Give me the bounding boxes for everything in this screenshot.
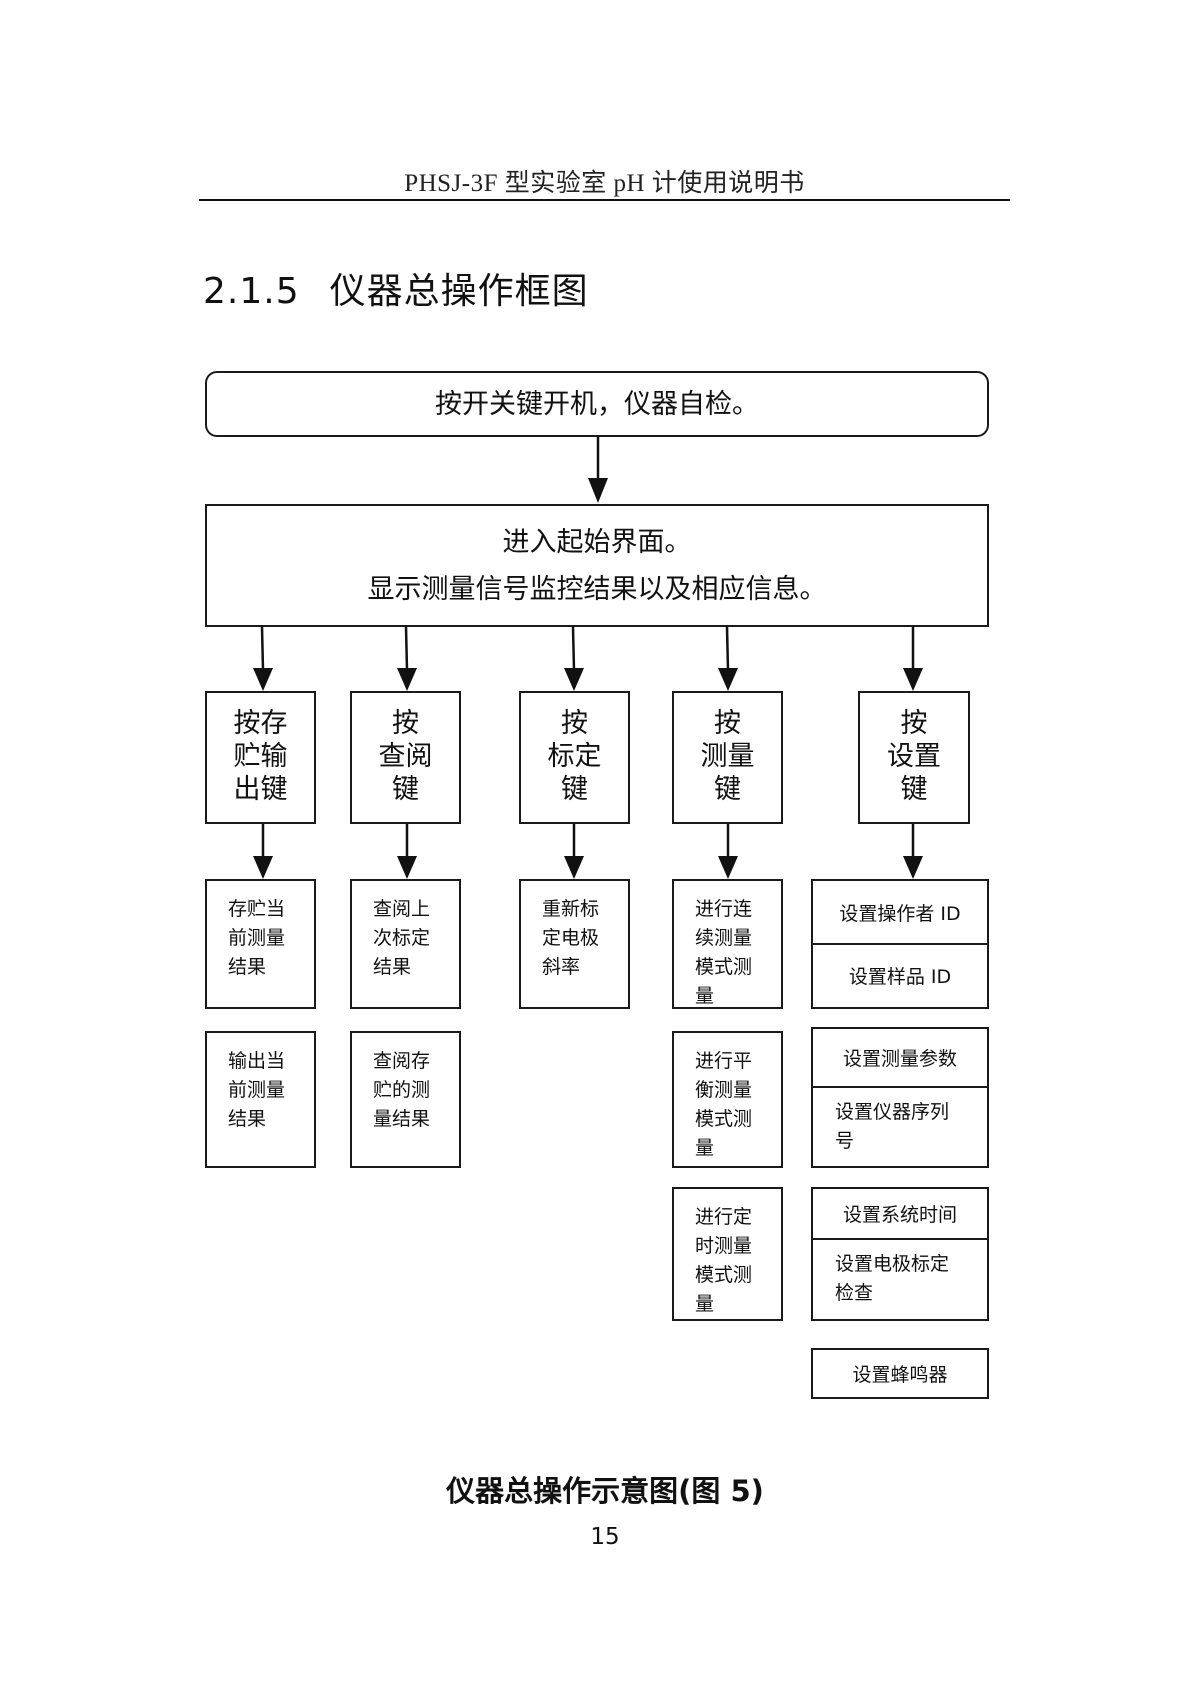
action-text: 查阅存贮的测量结果 [373, 1050, 431, 1130]
action-box-equilibrium-mode: 进行平衡测量模式测量 [672, 1031, 783, 1168]
key-box-settings: 按 设置 键 [858, 691, 970, 824]
setting-measurement-params: 设置测量参数 [813, 1029, 987, 1088]
setting-text: 设置蜂鸣器 [852, 1363, 948, 1386]
home-box-line1: 进入起始界面。 [502, 526, 692, 558]
settings-group-params: 设置测量参数 设置仪器序列号 [811, 1027, 989, 1168]
action-text: 输出当前测量结果 [228, 1050, 286, 1130]
arrow-home-to-key-settings [903, 627, 923, 691]
key-label-line: 按存 [233, 708, 288, 739]
running-header: PHSJ-3F 型实验室 pH 计使用说明书 [404, 170, 805, 197]
action-box-recalibrate-slope: 重新标定电极斜率 [519, 879, 630, 1009]
key-label-line: 查阅 [378, 741, 433, 772]
section-title: 仪器总操作框图 [329, 271, 589, 312]
action-box-review-stored-results: 查阅存贮的测量结果 [350, 1031, 461, 1168]
action-box-store-current: 存贮当前测量结果 [205, 879, 316, 1009]
arrow-key-settings-to-action [903, 824, 923, 879]
start-box-text: 按开关键开机，仪器自检。 [435, 388, 759, 420]
settings-group-time: 设置系统时间 设置电极标定检查 [811, 1187, 989, 1321]
home-box: 进入起始界面。 显示测量信号监控结果以及相应信息。 [205, 504, 989, 627]
arrow-home-to-key-calibrate [564, 626, 584, 691]
setting-text: 设置仪器序列号 [835, 1101, 950, 1152]
action-text: 存贮当前测量结果 [228, 898, 286, 978]
key-label-line: 按 [900, 708, 928, 739]
arrow-start-to-home [588, 437, 608, 503]
key-label-line: 设置 [887, 741, 941, 772]
key-label-line: 键 [714, 774, 741, 805]
arrow-key-calibrate-to-action [564, 824, 584, 879]
arrow-key-measure-to-action [718, 824, 738, 879]
section-number: 2.1.5 [203, 271, 300, 312]
settings-group-buzzer: 设置蜂鸣器 [811, 1348, 989, 1399]
key-label-line: 出键 [233, 774, 288, 805]
key-box-measure: 按 测量 键 [672, 691, 783, 824]
arrow-home-to-key-measure [718, 626, 738, 691]
figure-caption: 仪器总操作示意图(图 5) [446, 1474, 764, 1508]
setting-text: 设置测量参数 [842, 1048, 957, 1070]
key-box-store-output: 按存 贮输 出键 [205, 691, 316, 824]
setting-text: 设置电极标定检查 [835, 1253, 950, 1304]
header-rule [199, 199, 1010, 201]
action-text: 重新标定电极斜率 [542, 898, 600, 978]
setting-serial-number: 设置仪器序列号 [813, 1088, 987, 1165]
arrow-home-to-key-store [253, 626, 273, 691]
arrow-key-store-to-action [253, 824, 273, 879]
settings-group-ids: 设置操作者 ID 设置样品 ID [811, 879, 989, 1009]
start-box: 按开关键开机，仪器自检。 [205, 371, 989, 437]
key-label-line: 按 [714, 708, 741, 739]
arrow-home-to-key-review [397, 626, 417, 691]
action-box-timed-mode: 进行定时测量模式测量 [672, 1187, 783, 1321]
key-label-line: 按 [561, 708, 588, 739]
arrow-key-review-to-action [397, 824, 417, 879]
setting-operator-id: 设置操作者 ID [813, 881, 987, 945]
setting-system-time: 设置系统时间 [813, 1189, 987, 1240]
action-text: 查阅上次标定结果 [373, 898, 431, 978]
page-number: 15 [590, 1524, 620, 1550]
action-text: 进行平衡测量模式测量 [695, 1050, 753, 1159]
action-box-output-current: 输出当前测量结果 [205, 1031, 316, 1168]
setting-calibration-check: 设置电极标定检查 [813, 1240, 987, 1318]
action-box-continuous-mode: 进行连续测量模式测量 [672, 879, 783, 1009]
key-box-calibrate: 按 标定 键 [519, 691, 630, 824]
key-label-line: 贮输 [233, 741, 288, 772]
setting-text: 设置操作者 ID [839, 902, 961, 925]
action-box-review-last-calibration: 查阅上次标定结果 [350, 879, 461, 1009]
key-label-line: 键 [392, 774, 419, 805]
section-heading: 2.1.5 仪器总操作框图 [203, 262, 589, 314]
setting-buzzer: 设置蜂鸣器 [813, 1350, 987, 1396]
key-label-line: 标定 [547, 741, 602, 772]
setting-text: 设置系统时间 [842, 1204, 957, 1226]
key-label-line: 测量 [700, 741, 755, 772]
action-text: 进行连续测量模式测量 [695, 898, 753, 1007]
key-label-line: 键 [900, 774, 928, 805]
action-text: 进行定时测量模式测量 [695, 1206, 753, 1315]
key-label-line: 按 [392, 708, 419, 739]
key-box-review: 按 查阅 键 [350, 691, 461, 824]
setting-text: 设置样品 ID [848, 966, 952, 988]
home-box-line2: 显示测量信号监控结果以及相应信息。 [367, 573, 827, 605]
setting-sample-id: 设置样品 ID [813, 945, 987, 1006]
key-label-line: 键 [561, 774, 588, 805]
